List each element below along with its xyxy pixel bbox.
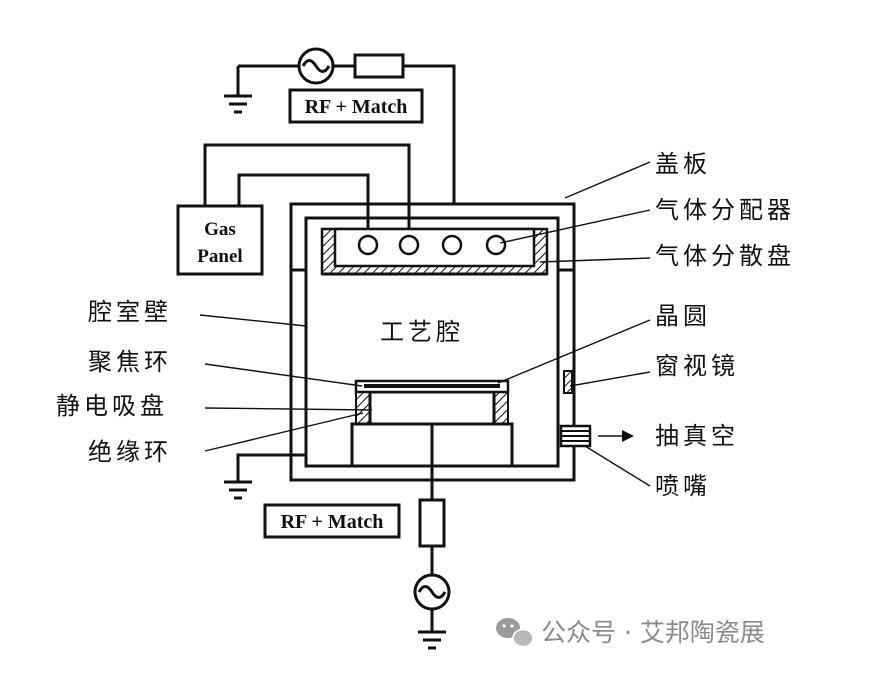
top-rf-circuit: RF + Match <box>224 47 456 204</box>
watermark-text: 公众号 · 艾邦陶瓷展 <box>541 618 765 647</box>
ac-source-icon <box>297 47 335 85</box>
ground-icon <box>418 630 446 650</box>
label-insulator-ring: 绝缘环 <box>88 438 172 466</box>
showerhead <box>320 227 549 276</box>
label-wafer: 晶圆 <box>655 302 711 330</box>
wechat-icon <box>496 618 534 648</box>
vacuum-port <box>559 424 592 448</box>
bottom-match-resistor <box>418 498 446 548</box>
gas-panel-label-line2: Panel <box>197 246 242 267</box>
gas-distributor-circles <box>357 234 507 256</box>
watermark: 公众号 · 艾邦陶瓷展 <box>496 618 765 648</box>
label-vacuum: 抽真空 <box>655 422 739 450</box>
arrow-right-icon <box>598 430 634 442</box>
viewport-window <box>563 370 573 394</box>
label-gas-distributor: 气体分配器 <box>655 196 795 224</box>
top-rf-match-box <box>288 88 424 124</box>
leader-lines <box>199 161 651 487</box>
ground-icon <box>224 480 252 500</box>
top-rf-match-label: RF + Match <box>305 96 408 118</box>
label-viewport: 窗视镜 <box>655 352 739 380</box>
label-focus-ring: 聚焦环 <box>88 348 172 376</box>
bottom-rf-match-label: RF + Match <box>281 511 384 533</box>
electrostatic-chuck <box>368 390 496 426</box>
label-esc: 静电吸盘 <box>56 392 168 420</box>
chuck-assembly <box>350 379 514 468</box>
label-lid: 盖板 <box>655 150 711 178</box>
gas-panel: Gas Panel <box>176 143 411 276</box>
bottom-rf-match-box <box>263 503 401 539</box>
label-nozzle: 喷嘴 <box>655 472 711 500</box>
ac-source-icon <box>413 573 451 611</box>
chamber-process-label: 工艺腔 <box>380 318 464 346</box>
label-chamber-wall: 腔室壁 <box>88 298 172 326</box>
label-gas-diffuser: 气体分散盘 <box>655 242 795 270</box>
top-match-resistor <box>353 53 405 79</box>
bottom-rf-circuit: RF + Match <box>224 424 451 650</box>
ground-icon <box>224 94 252 114</box>
gas-panel-label-line1: Gas <box>204 219 236 240</box>
chamber: 工艺腔 <box>289 202 634 482</box>
